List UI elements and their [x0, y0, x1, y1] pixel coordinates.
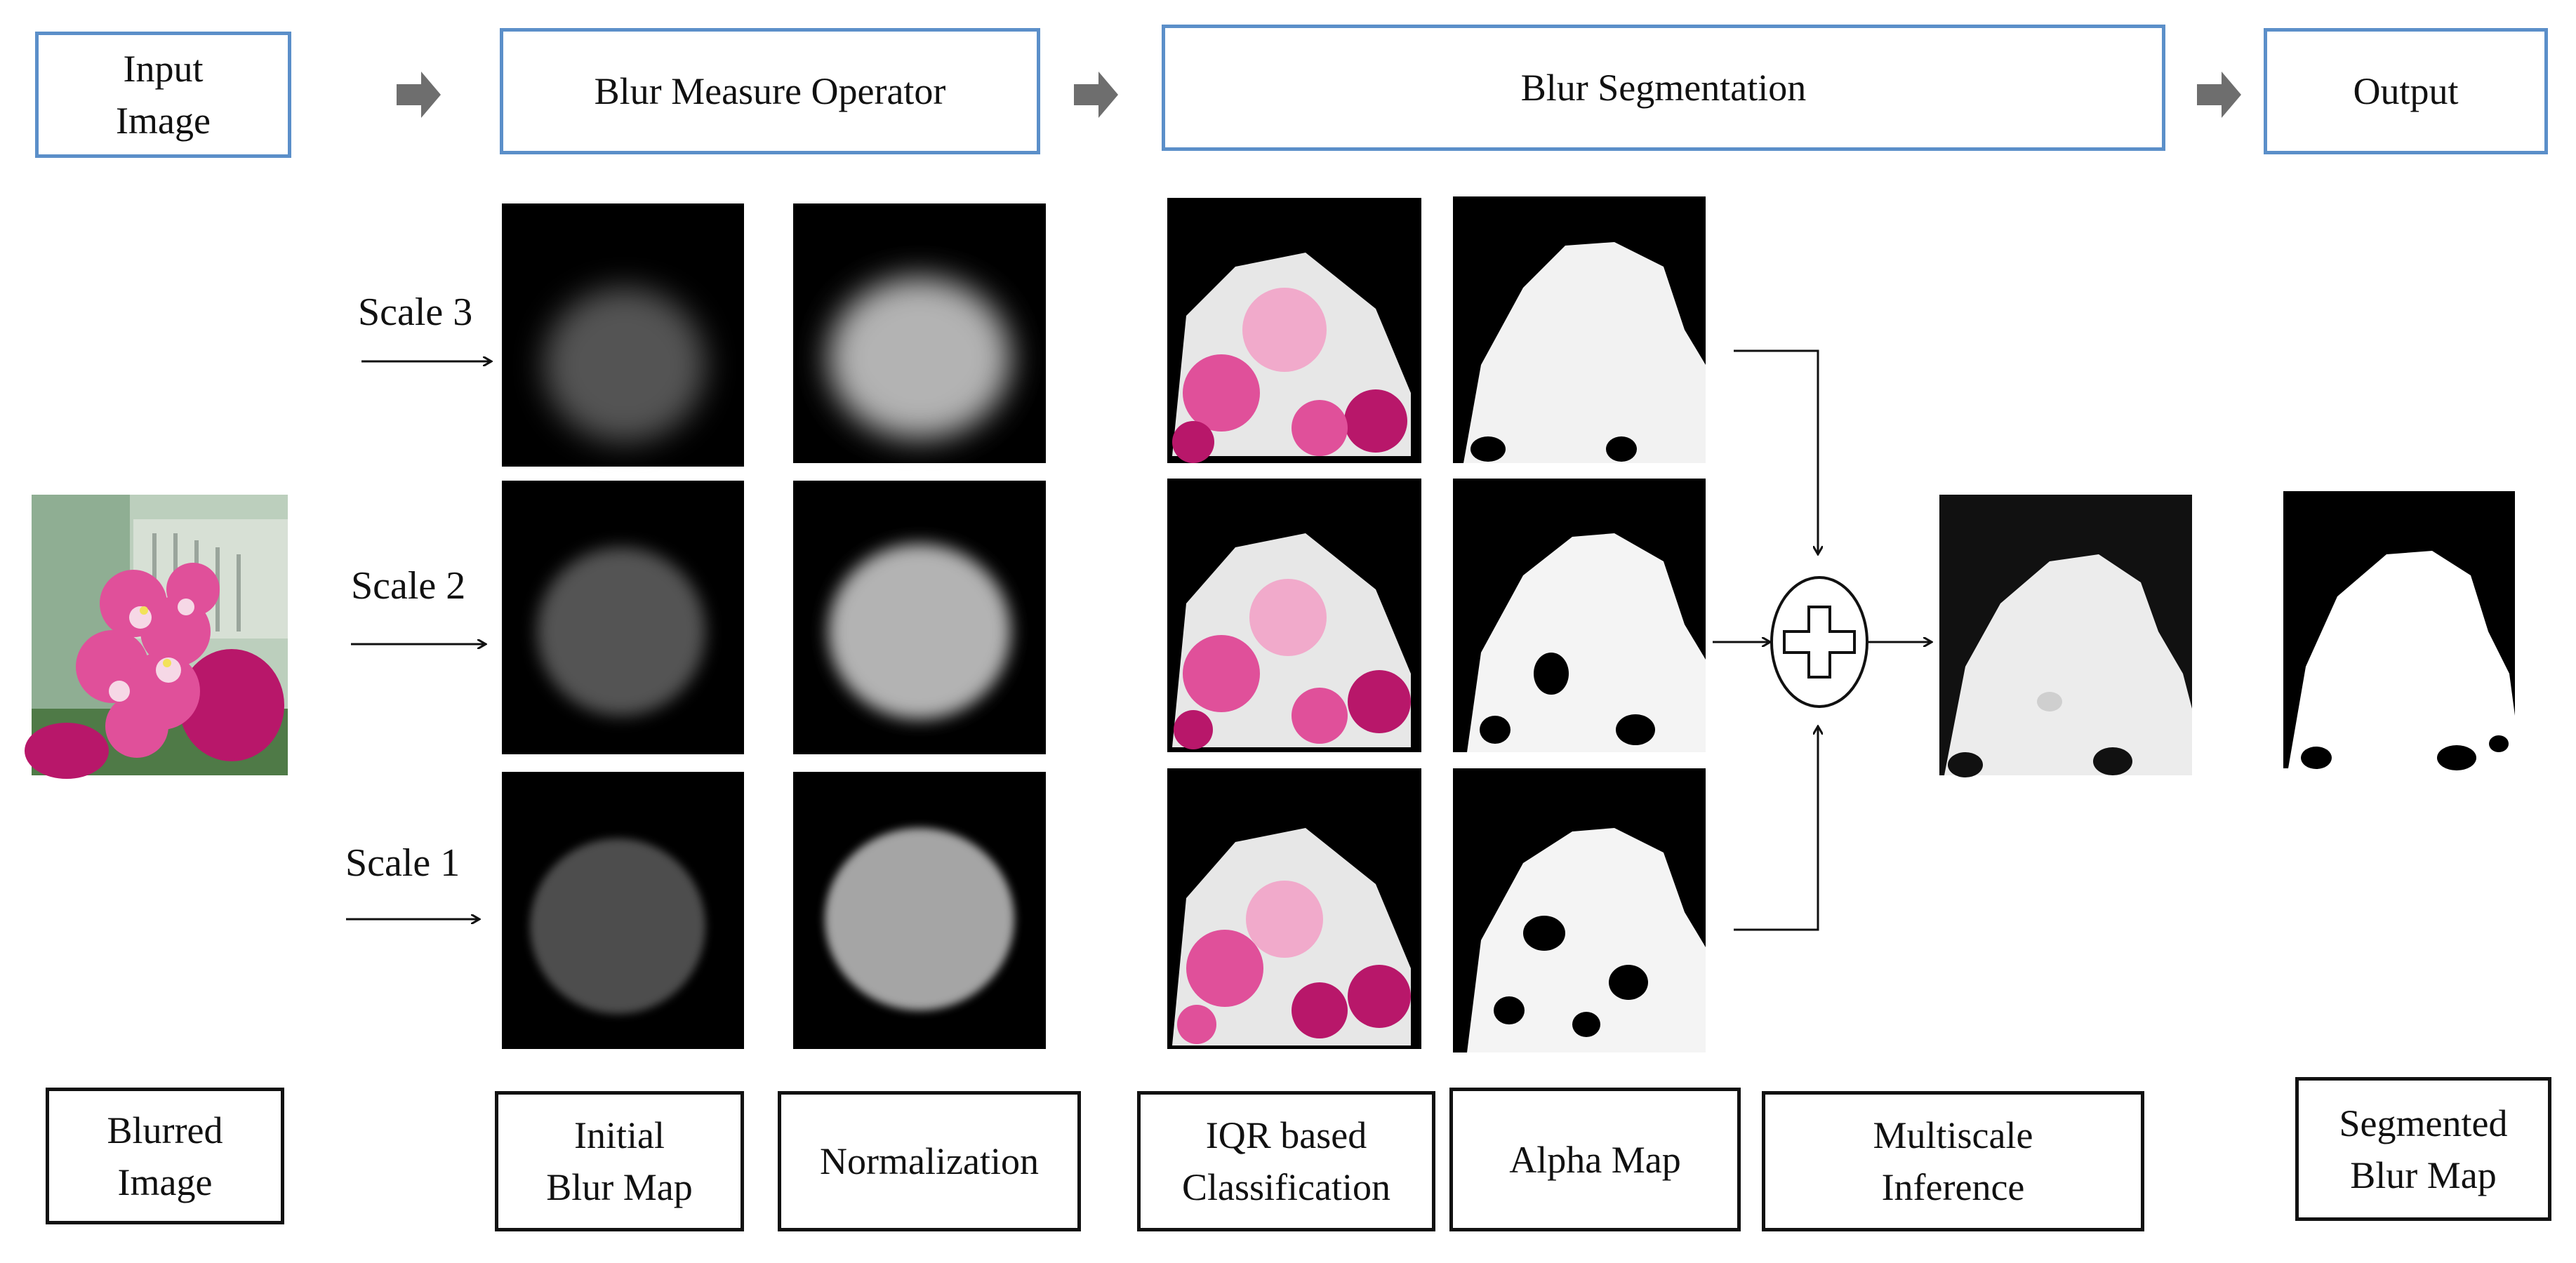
blur-segmentation-header: Blur Segmentation [1162, 25, 2165, 151]
segmented-caption-line2: Blur Map [2350, 1154, 2497, 1196]
initial-caption-line1: Initial [574, 1114, 665, 1156]
bmo-header-label: Blur Measure Operator [594, 70, 946, 112]
blur-measure-operator-header: Blur Measure Operator [500, 28, 1040, 154]
segmented-blur-map-caption: Segmented Blur Map [2295, 1077, 2551, 1221]
plus-icon [1783, 606, 1856, 679]
iqr-classification-scale-2 [1167, 479, 1421, 752]
segmented-caption-line1: Segmented [2339, 1102, 2508, 1144]
output-header: Output [2264, 28, 2548, 154]
scale-3-label: Scale 3 [358, 290, 473, 334]
input-header-line2: Image [116, 100, 211, 142]
normalization-scale-1 [793, 772, 1046, 1049]
iqr-classification-scale-3 [1167, 198, 1421, 463]
block-arrow-2 [1074, 72, 1118, 118]
output-header-label: Output [2353, 70, 2459, 112]
segmented-blur-map [2283, 491, 2515, 770]
multiscale-caption-line1: Multiscale [1873, 1114, 2033, 1156]
iqr-caption-line1: IQR based [1205, 1114, 1367, 1156]
connector-scale-1 [1734, 726, 1818, 931]
gray-block-arrows [397, 72, 2241, 118]
iqr-caption-line2: Classification [1182, 1166, 1390, 1208]
normalization-scale-2 [793, 481, 1046, 754]
scale-1-label: Scale 1 [345, 841, 460, 885]
sum-node [1770, 576, 1868, 708]
input-image-header: Input Image [35, 32, 291, 158]
initial-blur-map-scale-2 [502, 481, 744, 754]
iqr-classification-caption: IQR based Classification [1137, 1091, 1435, 1231]
alpha-caption-label: Alpha Map [1509, 1138, 1681, 1181]
blurred-image [25, 495, 288, 779]
alpha-map-scale-1 [1453, 768, 1706, 1052]
block-arrow-3 [2197, 72, 2241, 118]
initial-caption-line2: Blur Map [546, 1166, 693, 1208]
alpha-map-scale-3 [1453, 196, 1706, 463]
scale-2-label: Scale 2 [351, 564, 466, 608]
connector-scale-3 [1734, 349, 1818, 554]
block-arrow-1 [397, 72, 441, 118]
normalization-caption-label: Normalization [820, 1140, 1039, 1182]
initial-blur-map-scale-1 [502, 772, 744, 1049]
blurred-caption-line1: Blurred [107, 1109, 223, 1151]
iqr-classification-scale-1 [1167, 768, 1421, 1049]
input-header-line1: Input [123, 48, 204, 90]
blurred-image-caption: Blurred Image [46, 1088, 284, 1224]
alpha-map-scale-2 [1453, 479, 1706, 752]
multiscale-caption-line2: Inference [1881, 1166, 2025, 1208]
initial-blur-map-caption: Initial Blur Map [495, 1091, 744, 1231]
multiscale-inference-caption: Multiscale Inference [1762, 1091, 2144, 1231]
normalization-scale-3 [793, 203, 1046, 463]
normalization-caption: Normalization [778, 1091, 1081, 1231]
multiscale-inference-map [1939, 495, 2192, 777]
blurred-caption-line2: Image [117, 1161, 213, 1203]
initial-blur-map-scale-3 [502, 203, 744, 467]
seg-header-label: Blur Segmentation [1520, 67, 1807, 109]
alpha-map-caption: Alpha Map [1449, 1088, 1741, 1231]
